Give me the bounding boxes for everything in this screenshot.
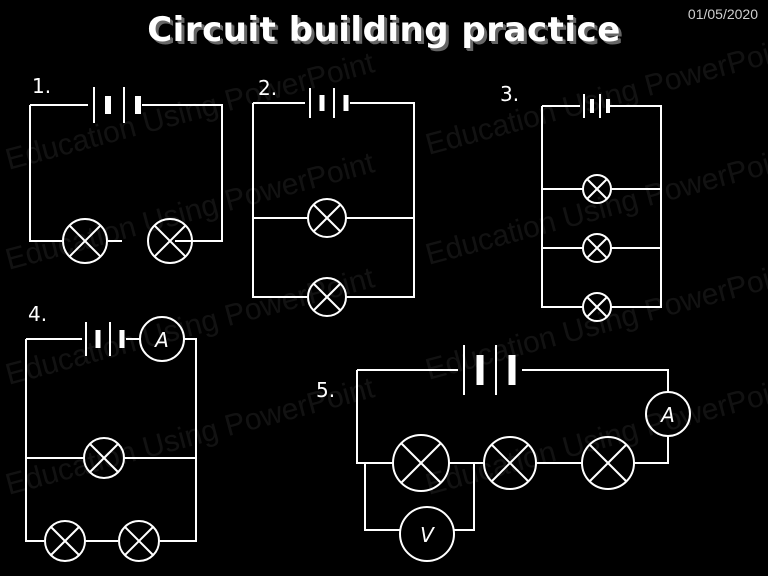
circuit-3	[541, 94, 662, 322]
lamp-icon	[147, 218, 193, 264]
lamp-icon	[118, 520, 160, 562]
lamp-icon	[581, 436, 635, 490]
ammeter-icon	[139, 316, 185, 362]
slide-title: Circuit building practice	[147, 10, 621, 50]
circuit-2	[252, 88, 415, 317]
circuit-4	[25, 316, 197, 562]
circuit-5	[356, 345, 691, 562]
wire	[25, 338, 197, 542]
circuit-2-label: 2.	[258, 76, 278, 100]
circuit-3-label: 3.	[500, 82, 520, 106]
circuit-4-label: 4.	[28, 302, 48, 326]
ammeter-label: A	[153, 328, 169, 352]
circuit-1	[29, 87, 223, 264]
wire	[541, 105, 662, 308]
cell-symbol	[93, 87, 141, 123]
lamp-icon	[307, 277, 347, 317]
lamp-icon	[582, 292, 612, 322]
lamp-icon	[62, 218, 108, 264]
lamp-icon	[582, 233, 612, 263]
battery-symbol	[85, 322, 125, 356]
wire	[356, 369, 669, 531]
wire	[252, 102, 415, 298]
voltmeter-label: V	[420, 523, 435, 547]
ammeter-label: A	[659, 403, 675, 427]
circuit-1-label: 1.	[32, 74, 52, 98]
battery-symbol	[463, 345, 516, 395]
lamp-icon	[483, 436, 537, 490]
slide-date: 01/05/2020	[687, 6, 758, 22]
cell-symbol	[583, 94, 610, 118]
voltmeter-icon	[399, 506, 455, 562]
circuit-5-label: 5.	[316, 378, 336, 402]
ammeter-icon	[645, 391, 691, 437]
lamp-icon	[307, 198, 347, 238]
lamp-icon	[83, 437, 125, 479]
lamp-icon	[392, 434, 450, 492]
wire	[29, 104, 223, 242]
lamp-icon	[44, 520, 86, 562]
cell-symbol	[309, 88, 349, 118]
lamp-icon	[582, 174, 612, 204]
